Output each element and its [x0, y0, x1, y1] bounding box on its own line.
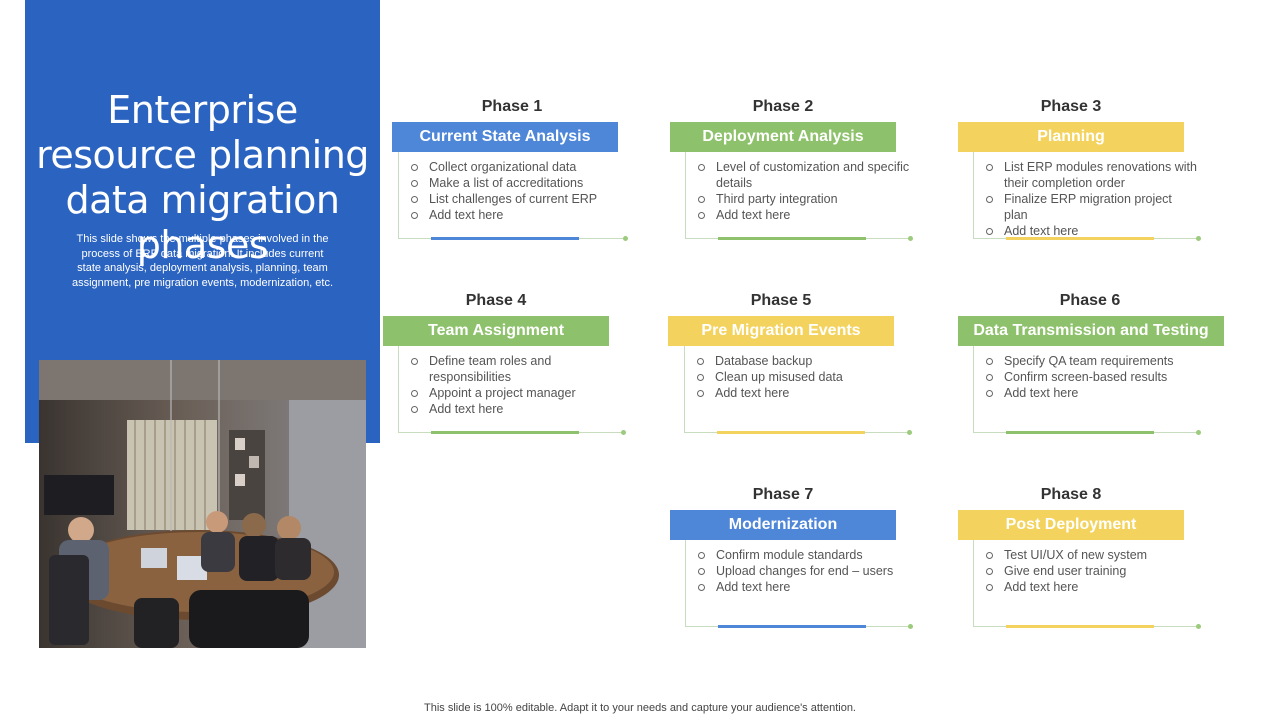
phase-label: Phase 2 [752, 98, 814, 115]
list-item: Add text here [698, 207, 910, 223]
phase-accent-line [1006, 625, 1154, 628]
phase-accent-line [1006, 431, 1154, 434]
phase-end-dot [621, 430, 626, 435]
list-item: Finalize ERP migration project plan [986, 191, 1198, 223]
meeting-photo [39, 360, 366, 648]
phase-card-1: Phase 1 Current State Analysis Collect o… [392, 98, 692, 258]
phase-card-3: Phase 3 Planning List ERP modules renova… [958, 98, 1258, 258]
phase-card-4: Phase 4 Team Assignment Define team role… [383, 292, 683, 452]
phase-label: Phase 4 [465, 292, 527, 309]
phase-label: Phase 7 [752, 486, 814, 503]
list-item: Add text here [411, 401, 623, 417]
phase-heading-bar: Team Assignment [383, 316, 609, 346]
phase-end-dot [907, 430, 912, 435]
phase-label: Phase 5 [750, 292, 812, 309]
list-item: Third party integration [698, 191, 910, 207]
phase-card-7: Phase 7 Modernization Confirm module sta… [670, 486, 970, 646]
phase-card-2: Phase 2 Deployment Analysis Level of cus… [670, 98, 970, 258]
phase-details: Database backup Clean up misused data Ad… [684, 346, 912, 435]
phase-accent-line [718, 237, 866, 240]
phase-details: List ERP modules renovations with their … [973, 152, 1201, 241]
phase-end-dot [1196, 624, 1201, 629]
phase-end-dot [1196, 430, 1201, 435]
phase-label: Phase 3 [1040, 98, 1102, 115]
list-item: Appoint a project manager [411, 385, 623, 401]
list-item: List ERP modules renovations with their … [986, 159, 1198, 191]
phase-heading-bar: Data Transmission and Testing [958, 316, 1224, 346]
slide-description: This slide shows the multiple phases inv… [71, 233, 334, 289]
list-item: Database backup [697, 353, 909, 369]
phase-heading-bar: Post Deployment [958, 510, 1184, 540]
phase-heading-bar: Pre Migration Events [668, 316, 894, 346]
list-item: Confirm screen-based results [986, 369, 1198, 385]
list-item: Collect organizational data [411, 159, 625, 175]
list-item: Test UI/UX of new system [986, 547, 1198, 563]
phase-details: Level of customization and specific deta… [685, 152, 913, 241]
phase-details: Test UI/UX of new system Give end user t… [973, 540, 1201, 629]
list-item: Specify QA team requirements [986, 353, 1198, 369]
list-item: Clean up misused data [697, 369, 909, 385]
phase-details: Collect organizational data Make a list … [398, 152, 628, 241]
list-item: List challenges of current ERP [411, 191, 625, 207]
phase-heading-bar: Current State Analysis [392, 122, 618, 152]
phase-end-dot [1196, 236, 1201, 241]
phase-accent-line [718, 625, 866, 628]
phase-card-6: Phase 6 Data Transmission and Testing Sp… [958, 292, 1258, 452]
phase-accent-line [431, 431, 579, 434]
phase-label: Phase 1 [481, 98, 543, 115]
phase-accent-line [717, 431, 865, 434]
list-item: Make a list of accreditations [411, 175, 625, 191]
footer-note: This slide is 100% editable. Adapt it to… [424, 702, 856, 714]
list-item: Add text here [697, 385, 909, 401]
phase-details: Specify QA team requirements Confirm scr… [973, 346, 1201, 435]
phase-details: Confirm module standards Upload changes … [685, 540, 913, 629]
phase-heading-bar: Deployment Analysis [670, 122, 896, 152]
phase-end-dot [908, 236, 913, 241]
list-item: Add text here [411, 207, 625, 223]
list-item: Give end user training [986, 563, 1198, 579]
phase-label: Phase 6 [1059, 292, 1121, 309]
list-item: Upload changes for end – users [698, 563, 910, 579]
phase-heading-bar: Modernization [670, 510, 896, 540]
list-item: Define team roles and responsibilities [411, 353, 579, 385]
phase-accent-line [431, 237, 579, 240]
phase-accent-line [1006, 237, 1154, 240]
slide-title: Enterprise resource planning data migrat… [36, 88, 369, 267]
phase-end-dot [623, 236, 628, 241]
list-item: Add text here [986, 579, 1198, 595]
phase-heading-bar: Planning [958, 122, 1184, 152]
list-item: Add text here [986, 385, 1198, 401]
list-item: Add text here [698, 579, 910, 595]
phase-end-dot [908, 624, 913, 629]
phase-details: Define team roles and responsibilities A… [398, 346, 626, 435]
list-item: Add text here [986, 223, 1198, 239]
phase-card-8: Phase 8 Post Deployment Test UI/UX of ne… [958, 486, 1258, 646]
list-item: Level of customization and specific deta… [698, 159, 910, 191]
phase-label: Phase 8 [1040, 486, 1102, 503]
phase-card-5: Phase 5 Pre Migration Events Database ba… [668, 292, 968, 452]
list-item: Confirm module standards [698, 547, 910, 563]
